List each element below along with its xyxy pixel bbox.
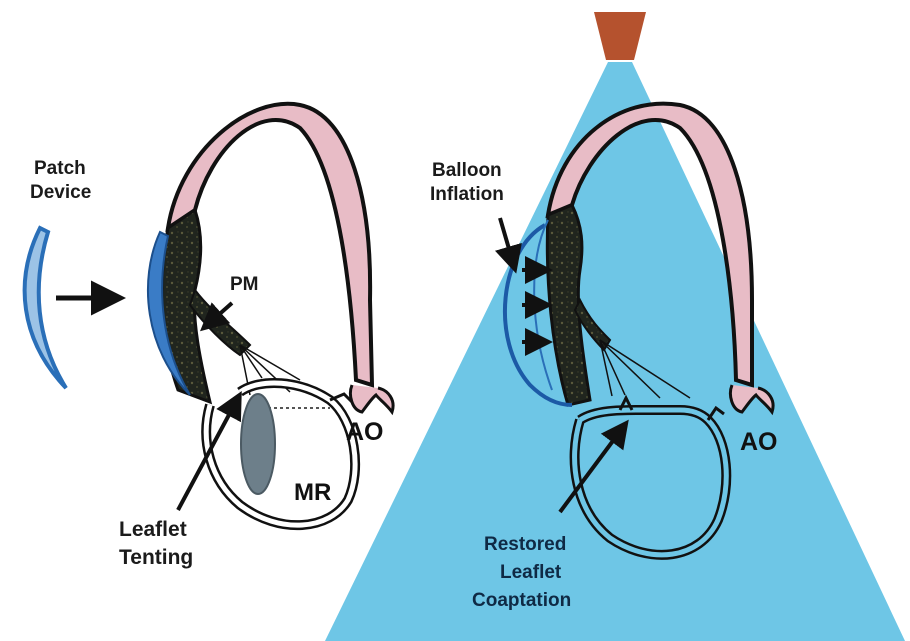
balloon-inflation-label-2: Inflation [430, 184, 504, 205]
transducer-icon [594, 12, 646, 60]
patch-device-label-1: Patch [34, 158, 86, 179]
down-arrow-icon [500, 218, 514, 266]
restored-label-2: Leaflet [500, 562, 562, 583]
left-heart-panel: Patch Device PM AO MR Leaflet Tenting [25, 104, 393, 569]
pm-label: PM [230, 274, 259, 295]
aortic-valve [350, 385, 393, 412]
leaflet-tenting-label-1: Leaflet [119, 518, 187, 541]
mr-label: MR [294, 479, 331, 506]
beam-cone [325, 62, 905, 641]
patch-device-label-2: Device [30, 182, 91, 203]
ao-label-right: AO [740, 428, 778, 456]
patch-device-icon [25, 228, 66, 388]
leaflet-tenting-label-2: Tenting [119, 546, 193, 569]
restored-label-1: Restored [484, 534, 566, 555]
balloon-inflation-label-1: Balloon [432, 160, 502, 181]
regurgitant-jet [241, 394, 275, 494]
restored-label-3: Coaptation [472, 590, 571, 611]
ao-label-left: AO [346, 418, 384, 446]
